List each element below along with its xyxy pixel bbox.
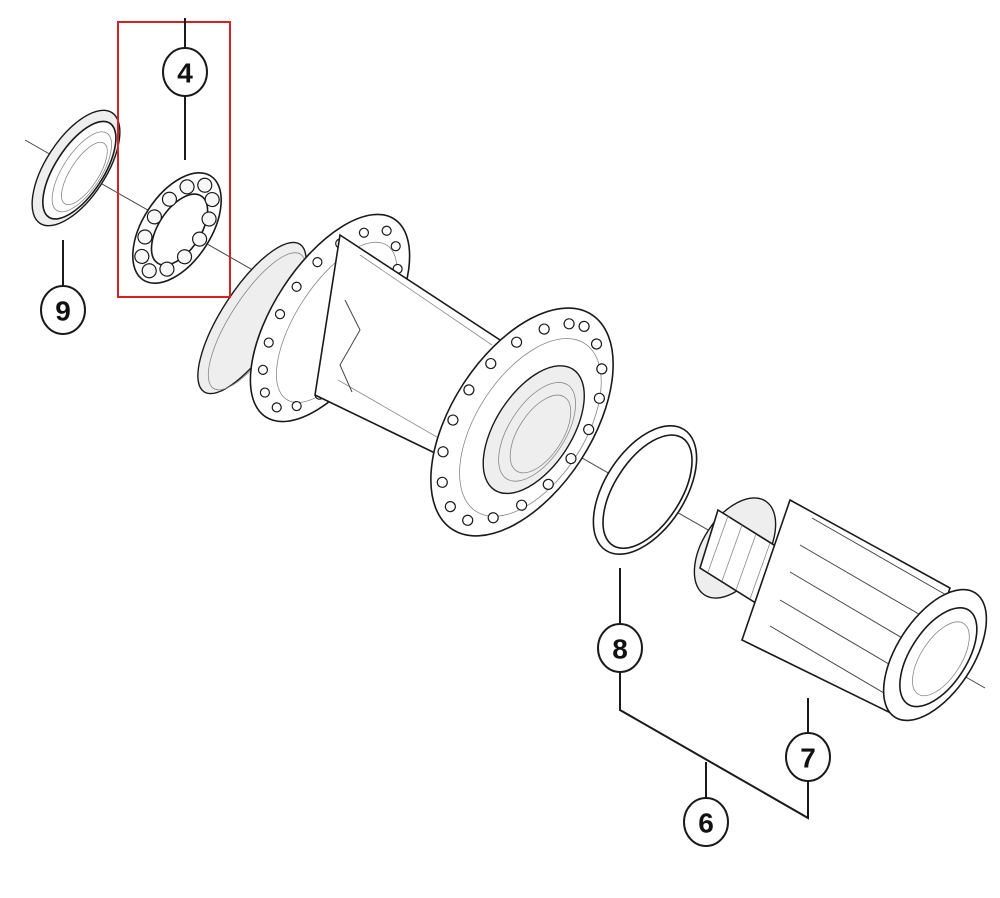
leader-6-bracket	[619, 668, 809, 820]
callout-9: 9	[40, 285, 86, 335]
callout-9-label: 9	[55, 296, 71, 327]
freehub-body-part	[693, 497, 988, 722]
hub-body	[197, 213, 614, 537]
callout-6: 6	[683, 797, 729, 847]
callout-8: 8	[597, 623, 643, 673]
callout-4-label: 4	[177, 58, 193, 89]
callout-7-label: 7	[800, 743, 816, 774]
callout-4: 4	[162, 47, 208, 97]
callout-7: 7	[785, 732, 831, 782]
callout-6-label: 6	[698, 808, 714, 839]
dust-cap-part	[31, 109, 121, 227]
spacer-ring-part	[592, 425, 698, 555]
callout-8-label: 8	[612, 634, 628, 665]
bearing-part	[132, 172, 222, 284]
highlight-box	[117, 21, 231, 298]
